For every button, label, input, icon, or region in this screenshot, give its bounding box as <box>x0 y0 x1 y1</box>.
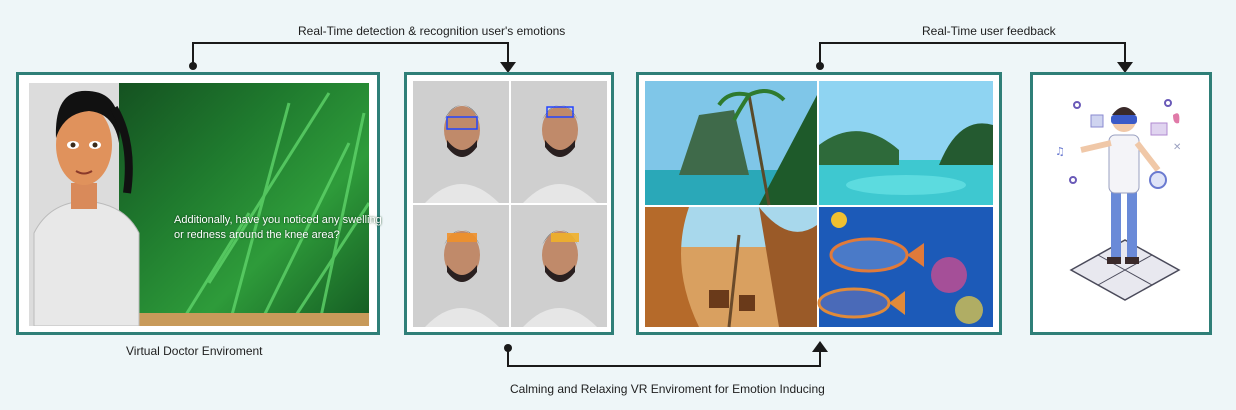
svg-text:♫: ♫ <box>1055 145 1065 158</box>
virtual-doctor-scene <box>29 83 369 326</box>
detected-face-icon <box>425 105 499 203</box>
doctor-avatar <box>33 90 140 326</box>
arrow-user-feedback <box>819 42 1126 66</box>
vr-user-frame: ♫ ✕ <box>1030 72 1212 335</box>
label-emotion-detection: Real-Time detection & recognition user's… <box>298 24 566 38</box>
label-user-feedback: Real-Time user feedback <box>922 24 1056 38</box>
vr-scene-island <box>645 81 817 206</box>
vr-user-illustration-icon: ♫ ✕ <box>1055 99 1181 301</box>
arrow-head <box>1117 62 1133 73</box>
doctor-speech-text: Additionally, have you noticed any swell… <box>174 214 382 241</box>
foliage-background <box>29 83 369 326</box>
detected-face-icon <box>523 105 597 203</box>
label-virtual-doctor: Virtual Doctor Enviroment <box>126 344 263 358</box>
vr-scene-beach <box>645 207 817 328</box>
face-grid <box>413 81 607 327</box>
detected-face-icon <box>425 230 499 327</box>
vr-environment-frame <box>636 72 1002 335</box>
vr-scene-lagoon <box>819 81 993 205</box>
label-emotion-inducing: Calming and Relaxing VR Enviroment for E… <box>510 382 825 396</box>
vr-scenes-grid <box>645 81 993 328</box>
svg-text:✕: ✕ <box>1173 142 1181 153</box>
arrow-start-dot <box>816 62 824 70</box>
arrow-emotion-inducing <box>507 348 821 367</box>
emotion-detection-frame <box>404 72 614 335</box>
arrow-head <box>500 62 516 73</box>
virtual-doctor-frame: Additionally, have you noticed any swell… <box>16 72 382 335</box>
vr-scene-underwater <box>817 207 993 327</box>
detected-face-icon <box>523 230 597 327</box>
arrow-start-dot <box>504 344 512 352</box>
arrow-start-dot <box>189 62 197 70</box>
arrow-head <box>812 341 828 352</box>
arrow-emotion-detection <box>192 42 509 66</box>
